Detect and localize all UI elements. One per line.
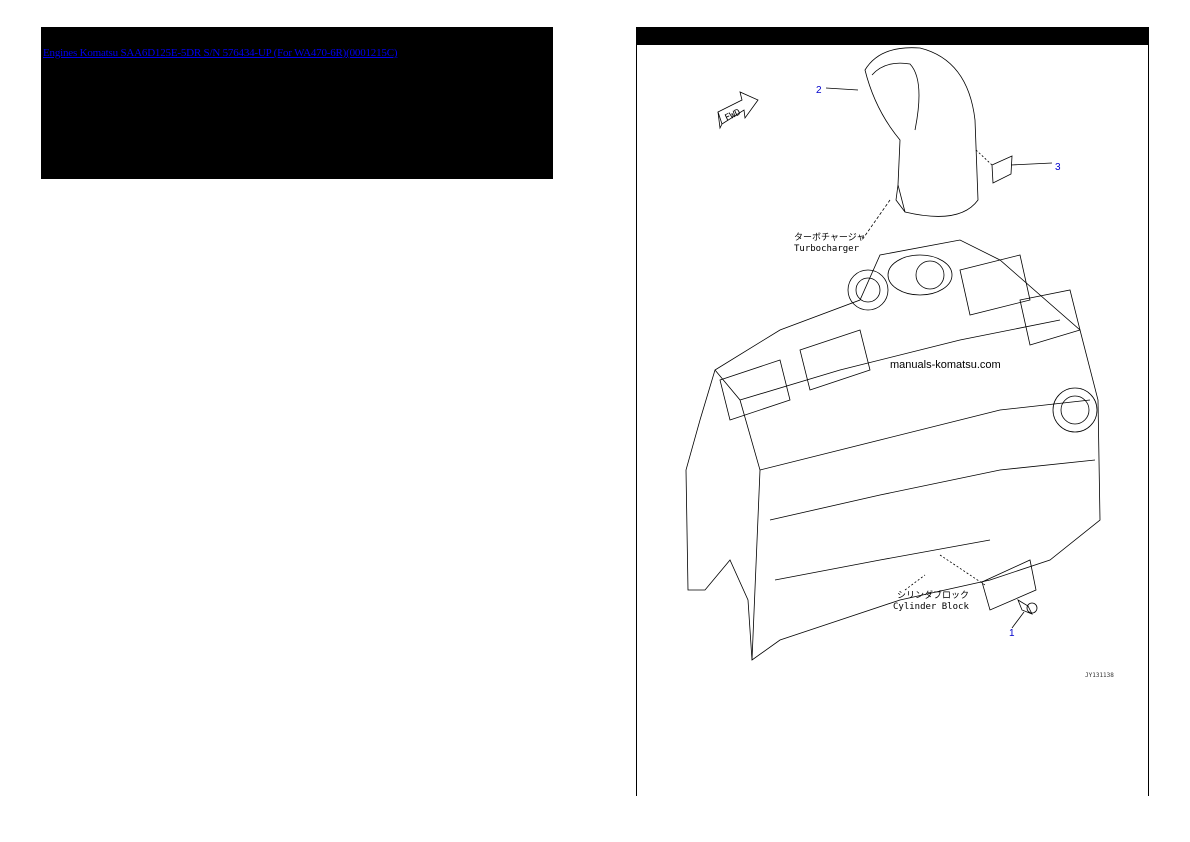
diagram-panel [636,27,1149,796]
breadcrumb-link[interactable]: Engines Komatsu SAA6D125E-5DR S/N 576434… [43,47,398,59]
watermark: manuals-komatsu.com [890,359,1001,371]
cylinder-block-label-en: Cylinder Block [893,602,969,612]
drawing-code: JY131138 [1085,672,1114,679]
panel-border-right [1148,45,1149,796]
turbo-cover-shape [864,47,979,217]
engine-block-outline [685,239,1101,661]
breadcrumb-engines-link[interactable]: Engines Komatsu [43,47,118,59]
cylinder-block-label-jp: シリンダブロック [897,589,969,601]
title-panel: Engines Komatsu SAA6D125E-5DR S/N 576434… [41,27,553,179]
callout-2[interactable]: 2 [816,85,822,96]
turbocharger-label-en: Turbocharger [794,244,860,254]
fwd-arrow-icon [717,91,759,130]
callout-3[interactable]: 3 [1055,162,1061,173]
breadcrumb-model-link[interactable]: SAA6D125E-5DR S/N 576434-UP (For WA470-6… [120,47,398,59]
fwd-label: FWD [723,108,742,124]
plate-shape [991,155,1013,184]
diagram-header-bar [636,27,1149,45]
callout-1[interactable]: 1 [1009,628,1015,639]
panel-border-left [636,45,637,796]
turbocharger-label-jp: ターボチャージャ [794,232,865,243]
